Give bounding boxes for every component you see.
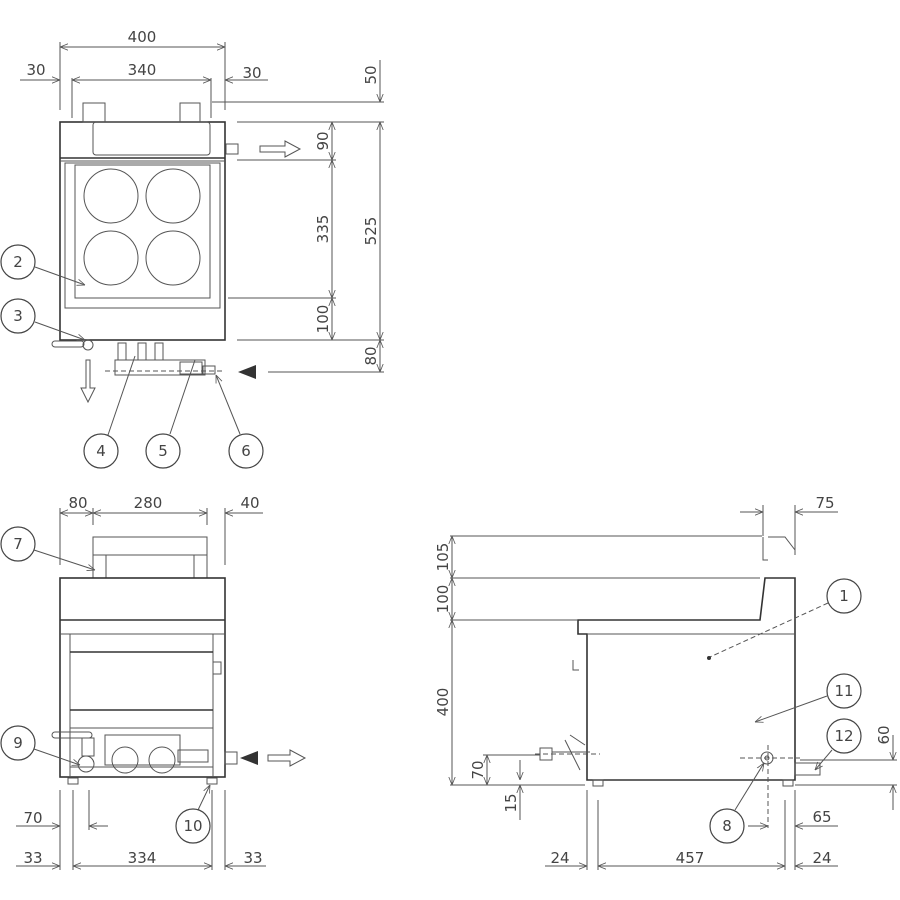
dim-left-offset: 30 [26,61,45,79]
callout: 5 [145,433,181,469]
callout: 10 [175,808,211,844]
callout: 1 [826,578,862,614]
svg-text:9: 9 [13,734,23,752]
dim-leg-span: 457 [676,849,705,867]
burner-ring [83,230,139,286]
dim-top-depth: 75 [815,494,834,512]
svg-text:3: 3 [13,307,23,325]
front-dimension-lines [16,513,266,866]
plan-leaders [34,266,241,436]
dim-leg-height: 15 [502,793,520,812]
dim-drain-height: 60 [875,725,893,744]
dim-piping: 80 [362,346,380,365]
plan-dimension-lines [20,47,380,372]
dim-leg-right: 33 [243,849,262,867]
dim-drain-offset: 70 [23,809,42,827]
callout: 8 [709,808,745,844]
dim-inner-width: 340 [128,61,157,79]
plan-extension-lines [59,42,384,373]
callout: 3 [0,298,36,334]
front-body [51,536,238,785]
front-leaders [33,549,210,811]
callout: 9 [0,725,36,761]
svg-text:6: 6 [241,442,251,460]
front-view: 80 280 40 70 33 334 33 7 9 10 [0,494,307,870]
svg-text:8: 8 [722,817,732,835]
dim-drain-offset: 65 [812,808,831,826]
side-body [535,536,821,828]
svg-text:7: 7 [13,535,23,553]
dim-back-panel: 280 [134,494,163,512]
exhaust-arrow-icon [259,140,302,158]
exhaust-arrow-icon [267,749,307,767]
burner-ring [145,168,201,224]
dim-backsplash: 100 [434,585,452,614]
svg-text:1: 1 [839,587,849,605]
callout: 2 [0,244,36,280]
dim-back-height: 105 [434,543,452,572]
side-extension-lines [450,505,897,870]
svg-text:2: 2 [13,253,23,271]
dim-left: 80 [68,494,87,512]
svg-text:12: 12 [834,727,853,745]
side-leaders [707,602,833,811]
svg-text:5: 5 [158,442,168,460]
svg-text:10: 10 [183,817,202,835]
dim-right-offset: 30 [242,64,261,82]
front-extension-lines [59,508,226,870]
plan-view: 400 340 30 30 50 90 335 525 100 80 2 3 4… [0,28,384,469]
dim-cooking-area: 335 [314,215,332,244]
side-dimension-lines [452,512,893,866]
callout: 7 [0,526,36,562]
dim-leg-left: 33 [23,849,42,867]
dim-depth: 525 [362,217,380,246]
callout: 6 [228,433,264,469]
drain-arrow-icon [80,359,96,404]
dim-top-band: 90 [314,131,332,150]
svg-text:11: 11 [834,682,853,700]
callout: 11 [826,673,862,709]
burner-ring [83,168,139,224]
side-view: 75 105 100 400 70 15 60 65 24 457 24 1 1… [434,494,897,870]
callout: 12 [826,718,862,754]
dim-front-band: 100 [314,305,332,334]
dim-gas-height: 70 [469,760,487,779]
svg-text:4: 4 [96,442,106,460]
gas-inlet-arrow-icon [240,751,258,765]
dim-leg-front: 24 [550,849,569,867]
dim-height: 400 [434,688,452,717]
dim-right: 40 [240,494,259,512]
dim-top-gap: 50 [362,65,380,84]
dim-leg-span: 334 [128,849,157,867]
gas-inlet-arrow-icon [238,365,256,379]
callout: 4 [83,433,119,469]
dim-width: 400 [128,28,157,46]
dim-leg-back: 24 [812,849,831,867]
plan-body [51,102,239,376]
burner-ring [145,230,201,286]
